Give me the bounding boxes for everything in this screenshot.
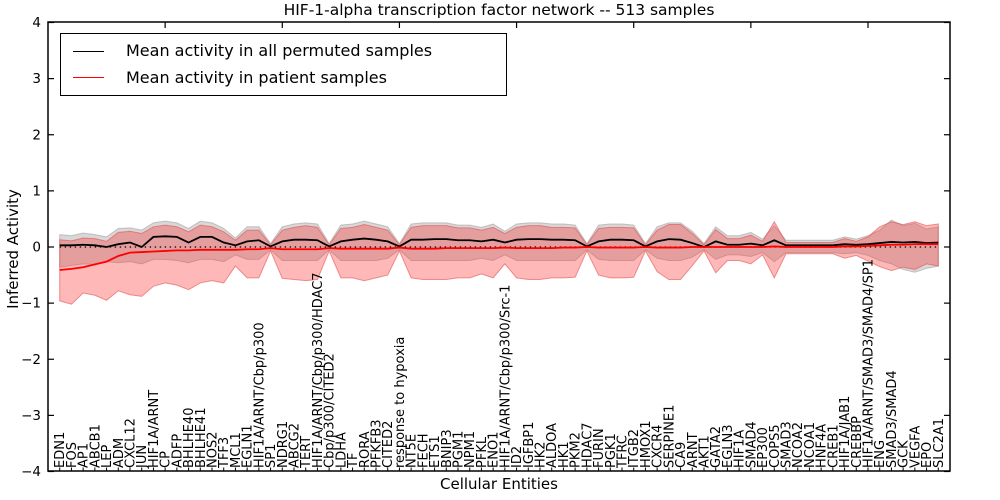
y-tick-label: −4 [21,464,41,480]
x-tick-label: Cbp/p300/CITED2 [323,353,338,468]
black-line-swatch-icon [73,50,104,52]
x-tick-label: ID2 [510,446,525,468]
x-tick-label: BHLHE41 [194,408,209,468]
x-tick-label: SERPINE1 [662,405,677,468]
x-tick-label: ADFP [170,434,185,468]
x-tick-label: LEP [100,445,115,468]
x-tick-label: PGM1 [452,431,467,468]
x-tick-label: SMAD3/SMAD4 [885,370,900,468]
x-tick-label: HK2 [534,441,549,468]
permuted-mean-line [59,235,939,249]
x-tick-label: EP300 [756,427,771,468]
x-tick-label: HIF1A [733,430,748,468]
y-axis-label: Inferred Activity [4,189,22,309]
legend-entry-permuted: Mean activity in all permuted samples [73,43,506,59]
y-tick-label: 1 [32,183,41,199]
y-tick-label: 3 [32,71,41,87]
x-tick-label: CREB1 [826,424,841,468]
x-tick-label: HNF4A [815,424,830,468]
chart-title: HIF-1-alpha transcription factor network… [283,1,715,19]
legend-entry-patient: Mean activity in patient samples [73,67,506,87]
x-tick-label: ARNT [686,432,701,468]
x-tick-label: HIF1A/ARNT/Cbp/p300/HDAC7 [311,272,326,468]
x-tick-label: HMOX1 [639,420,654,468]
legend: Mean activity in all permuted samples Me… [60,33,507,96]
x-tick-label: FOS [65,442,80,468]
x-tick-label: HK1 [557,441,572,468]
x-tick-label: NDRG1 [276,421,291,468]
x-tick-label: CREBBP [850,416,865,468]
x-tick-label: BHLHE40 [182,408,197,468]
x-tick-label: ENO1 [487,432,502,468]
x-tick-label: IGFBP1 [522,422,537,468]
x-tick-label: HIF1A/ARNT [147,390,162,468]
x-tick-label: EDN1 [53,432,68,468]
x-tick-label: JUN [135,445,150,469]
x-tick-label: CA9 [674,442,689,468]
x-tick-label: EGLN3 [721,424,736,468]
legend-label: Mean activity in all permuted samples [126,41,433,61]
x-tick-label: ETS1 [428,435,443,468]
x-tick-label: HIF1A/ARNT/SMAD3/SMAD4/SP1 [862,259,877,468]
x-tick-label: PFKL [475,436,490,468]
x-tick-label: TFRC [616,435,631,469]
x-tick-label: NOS2 [206,432,221,468]
x-tick-label: TERT [299,436,314,469]
y-tick-label: −3 [21,408,41,424]
x-tick-label: AKT1 [698,435,713,468]
x-tick-label: ALDOA [545,423,560,468]
x-tick-label: PGK1 [604,433,619,468]
y-tick-label: −1 [21,296,41,312]
x-tick-label: HIF1A/ARNT/Cbp/p300 [252,322,267,468]
x-tick-label: PFKFB3 [370,419,385,468]
legend-label: Mean activity in patient samples [126,67,387,87]
x-tick-label: MCL1 [229,432,244,468]
x-tick-label: SMAD4 [744,421,759,468]
x-tick-label: HIF1A/ARNT/Cbp/p300/Src-1 [498,285,513,468]
x-tick-label: GATA2 [709,426,724,468]
x-tick-label: EPO [920,442,935,468]
x-tick-label: RORA [358,431,373,468]
x-tick-label: TF [346,453,361,469]
x-tick-label: LDHA [334,432,349,468]
x-tick-label: NT5E [405,434,420,468]
x-tick-label: FECH [416,433,431,468]
x-tick-label: GCK [897,440,912,468]
x-tick-label: ABCG2 [288,423,303,468]
x-tick-label: SP1 [264,444,279,468]
x-tick-label: response to hypoxia [393,337,408,468]
x-tick-label: EGLN1 [241,424,256,468]
x-tick-label: ADM [112,438,127,468]
x-tick-label: NPM1 [463,431,478,468]
x-tick-label: HIF1A/JAB1 [838,396,853,468]
x-tick-label: TFF3 [217,437,232,469]
x-tick-label: SLC2A1 [932,418,947,468]
y-tick-label: 4 [32,15,41,31]
x-tick-label: FURIN [592,428,607,468]
x-tick-label: NCOA2 [791,422,806,468]
red-line-swatch-icon [73,77,104,79]
x-tick-label: ITGB2 [627,429,642,468]
x-tick-label: ENG [873,440,888,468]
x-tick-label: HDAC7 [580,422,595,468]
x-tick-label: VEGFA [908,426,923,468]
x-tick-label: CXCR4 [651,425,666,468]
y-tick-label: −2 [21,352,41,368]
x-tick-label: COPS5 [768,424,783,468]
y-tick-label: 2 [32,127,41,143]
x-tick-label: CXCL12 [124,418,139,468]
x-tick-label: ABCB1 [88,424,103,468]
x-tick-label: PKM2 [569,432,584,468]
y-tick-label: 0 [32,240,41,256]
x-tick-label: CITED2 [381,421,396,468]
x-tick-label: BNIP3 [440,429,455,468]
patient-mean-line [59,243,939,271]
x-axis-label: Cellular Entities [440,475,558,493]
x-tick-label: AP1 [77,443,92,468]
x-tick-label: NCOA1 [803,422,818,468]
x-tick-label: SMAD3 [780,421,795,468]
x-tick-label: CP [159,451,174,468]
